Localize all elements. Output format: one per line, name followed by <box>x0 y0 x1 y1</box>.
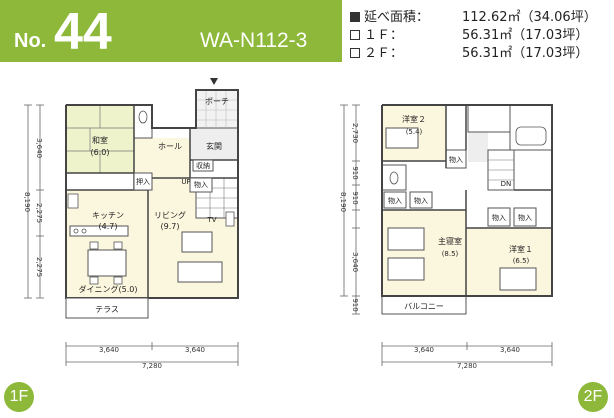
porch-area <box>195 89 239 129</box>
label-porch: ポーチ <box>205 97 229 106</box>
label-balcony: バルコニー <box>404 302 444 311</box>
dim-2f-left-910c: 910 <box>351 298 359 311</box>
plan-number: 44 <box>54 3 112 61</box>
floor1-plan: 和室 (6.0) ホール 玄関 ポーチ 収納 押入 物入 キッチン (4.7) … <box>23 78 239 370</box>
bed-youshitsu2 <box>385 127 419 149</box>
plan-code: WA-N112-3 <box>200 29 308 52</box>
dim-2f-left-910b: 910 <box>351 191 359 204</box>
hall-area <box>134 138 190 178</box>
entrance-arrow-icon <box>210 78 218 85</box>
label-kitchen: キッチン <box>92 211 124 220</box>
label-dn: DN <box>501 180 512 188</box>
label-up: UP <box>181 178 190 186</box>
dim-1f-left-2275a: 2,275 <box>35 203 43 223</box>
label-washitsu: 和室 <box>92 135 108 145</box>
spec-marker-empty <box>350 48 360 58</box>
label-nyu: 物入 <box>194 180 208 189</box>
dim-1f-left-2275b: 2,275 <box>35 257 43 277</box>
spec-1f-area: １Ｆ：56.31㎡（17.03坪） <box>350 24 588 43</box>
label-youshitsu2: 洋室２ <box>402 114 426 124</box>
sofa <box>177 261 223 283</box>
label-genkan: 玄関 <box>206 141 222 151</box>
spec-total-area: 延べ面積：112.62㎡（34.06坪） <box>350 6 597 25</box>
label-terrace: テラス <box>95 305 119 314</box>
dim-1f-bottom-b: 3,640 <box>185 346 205 354</box>
dim-2f-left-910a: 910 <box>351 166 359 179</box>
genkan-area <box>190 128 238 160</box>
label-youshitsu2-area: (5.4) <box>406 128 423 136</box>
plan-number-label: No. <box>14 30 47 52</box>
dining-table <box>87 249 127 277</box>
label-dining: ダイニング(5.0) <box>79 284 138 294</box>
dim-2f-bottom-total: 7,280 <box>457 362 477 370</box>
label-oshiire: 押入 <box>136 177 150 186</box>
spec-2f-area: ２Ｆ：56.31㎡（17.03坪） <box>350 42 588 61</box>
dim-2f-left-2730: 2,730 <box>351 123 359 143</box>
dim-1f-left-8190: 8,190 <box>23 192 31 212</box>
floor2-plan: 洋室２ (5.4) 物入 物入 物入 物入 物入 DN 主寝室 (8.5) 洋室… <box>339 104 553 370</box>
master-bedroom <box>382 210 466 296</box>
dim-1f-left-3640: 3,640 <box>35 138 43 158</box>
dim-2f-bottom-a: 3,640 <box>414 346 434 354</box>
label-kitchen-area: (4.7) <box>99 222 118 231</box>
label-tv: TV <box>206 216 216 224</box>
label-washitsu-area: (6.0) <box>91 148 110 157</box>
dim-2f-left-3640: 3,640 <box>351 252 359 272</box>
label-living: リビング <box>154 210 186 220</box>
label-youshitsu1-area: (6.5) <box>513 257 530 265</box>
bed-master-2 <box>387 257 425 281</box>
label-master-area: (8.5) <box>442 250 459 258</box>
label-hall: ホール <box>158 142 182 151</box>
dim-1f-bottom-a: 3,640 <box>99 346 119 354</box>
hall-2f <box>468 132 488 162</box>
label-shuno: 収納 <box>196 161 210 170</box>
label-master: 主寝室 <box>438 236 462 246</box>
terrace <box>65 297 149 319</box>
label-youshitsu1: 洋室１ <box>509 244 533 254</box>
kitchen-counter <box>69 225 129 237</box>
dim-2f-left-8190: 8,190 <box>339 192 347 212</box>
dim-1f-bottom-total: 7,280 <box>142 362 162 370</box>
label-nyu-2f-c: 物入 <box>414 196 428 205</box>
label-nyu-2f-e: 物入 <box>518 213 532 222</box>
wash-room <box>467 104 511 133</box>
living-table <box>181 231 213 253</box>
spec-marker-filled <box>350 12 360 22</box>
floor-badge-1f: 1F <box>4 382 34 412</box>
label-living-area: (9.7) <box>161 222 180 231</box>
label-nyu-2f-a: 物入 <box>449 155 463 164</box>
bed-youshitsu1 <box>499 267 537 291</box>
title-band <box>0 0 342 62</box>
floor-badge-2f: 2F <box>578 382 608 412</box>
label-nyu-2f-d: 物入 <box>492 213 506 222</box>
label-nyu-2f-b: 物入 <box>388 196 402 205</box>
spec-marker-empty <box>350 30 360 40</box>
dim-2f-bottom-b: 3,640 <box>500 346 520 354</box>
bed-master-1 <box>387 227 425 251</box>
